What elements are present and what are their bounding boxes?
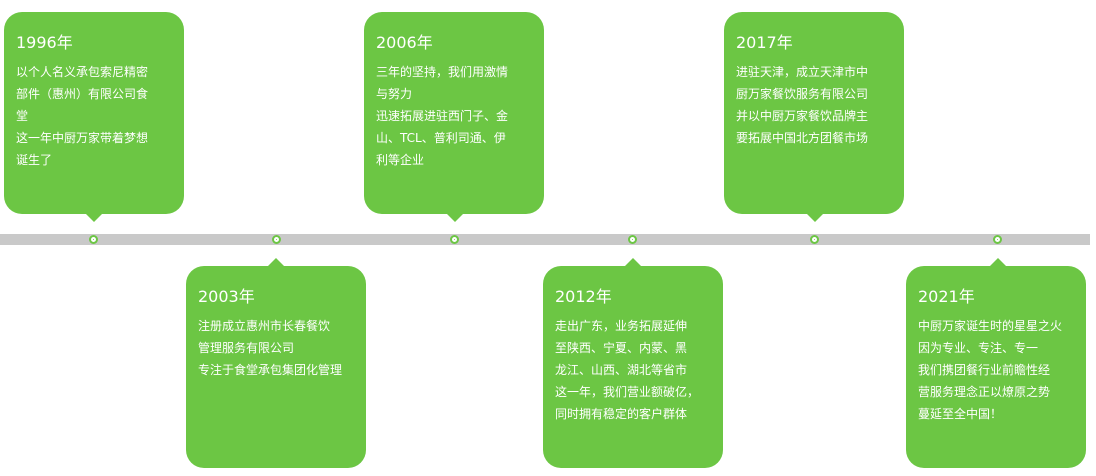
card-pointer (807, 214, 823, 222)
milestone-year: 2003年 (198, 287, 255, 306)
description-line: 并以中厨万家餐饮品牌主 (736, 109, 869, 123)
card-pointer (625, 258, 641, 266)
card-pointer (447, 214, 463, 222)
description-line: 这一年，我们营业额破亿， (555, 385, 700, 399)
card-pointer (990, 258, 1006, 266)
milestone-description: 走出广东，业务拓展延伸 至陕西、宁夏、内蒙、黑 龙江、山西、湖北等省市 这一年，… (555, 315, 713, 425)
timeline-dot-2012 (628, 235, 637, 244)
description-line: 厨万家餐饮服务有限公司 (736, 87, 869, 101)
description-line: 蔓延至全中国！ (918, 407, 1003, 421)
timeline-dot-1996 (89, 235, 98, 244)
description-line: 要拓展中国北方团餐市场 (736, 131, 869, 145)
milestone-description: 以个人名义承包索尼精密 部件（惠州）有限公司食 堂 这一年中厨万家带着梦想 诞生… (16, 61, 174, 171)
timeline-dot-2006 (450, 235, 459, 244)
description-line: 利等企业 (376, 153, 425, 167)
timeline-track (0, 234, 1090, 245)
description-line: 我们携团餐行业前瞻性经 (918, 363, 1051, 377)
description-line: 至陕西、宁夏、内蒙、黑 (555, 341, 688, 355)
milestone-card-2021: 2021年 中厨万家诞生时的星星之火 因为专业、专注、专一 我们携团餐行业前瞻性… (906, 258, 1086, 468)
milestone-year: 2017年 (736, 33, 793, 52)
description-line: 注册成立惠州市长春餐饮 (198, 319, 331, 333)
description-line: 管理服务有限公司 (198, 341, 295, 355)
milestone-card-2003: 2003年 注册成立惠州市长春餐饮 管理服务有限公司 专注于食堂承包集团化管理 (186, 258, 366, 468)
milestone-card-2017: 2017年 进驻天津，成立天津市中 厨万家餐饮服务有限公司 并以中厨万家餐饮品牌… (724, 12, 904, 222)
timeline-dot-2003 (272, 235, 281, 244)
description-line: 龙江、山西、湖北等省市 (555, 363, 688, 377)
milestone-card-2006: 2006年 三年的坚持，我们用激情 与努力 迅速拓展进驻西门子、金 山、TCL、… (364, 12, 544, 222)
description-line: 以个人名义承包索尼精密 (16, 65, 149, 79)
description-line: 因为专业、专注、专一 (918, 341, 1039, 355)
description-line: 堂 (16, 109, 29, 123)
timeline-dot-2021 (993, 235, 1002, 244)
description-line: 三年的坚持，我们用激情 (376, 65, 509, 79)
milestone-description: 注册成立惠州市长春餐饮 管理服务有限公司 专注于食堂承包集团化管理 (198, 315, 356, 381)
card-pointer (86, 214, 102, 222)
description-line: 中厨万家诞生时的星星之火 (918, 319, 1063, 333)
description-line: 进驻天津，成立天津市中 (736, 65, 869, 79)
description-line: 营服务理念正以燎原之势 (918, 385, 1051, 399)
description-line: 走出广东，业务拓展延伸 (555, 319, 688, 333)
description-line: 迅速拓展进驻西门子、金 (376, 109, 509, 123)
milestone-year: 2021年 (918, 287, 975, 306)
milestone-description: 中厨万家诞生时的星星之火 因为专业、专注、专一 我们携团餐行业前瞻性经 营服务理… (918, 315, 1076, 425)
description-line: 这一年中厨万家带着梦想 (16, 131, 149, 145)
milestone-card-1996: 1996年 以个人名义承包索尼精密 部件（惠州）有限公司食 堂 这一年中厨万家带… (4, 12, 184, 222)
milestone-card-2012: 2012年 走出广东，业务拓展延伸 至陕西、宁夏、内蒙、黑 龙江、山西、湖北等省… (543, 258, 723, 468)
description-line: 专注于食堂承包集团化管理 (198, 363, 343, 377)
description-line: 山、TCL、普利司通、伊 (376, 131, 506, 145)
timeline-dot-2017 (810, 235, 819, 244)
description-line: 诞生了 (16, 153, 53, 167)
milestone-year: 2012年 (555, 287, 612, 306)
description-line: 部件（惠州）有限公司食 (16, 87, 149, 101)
description-line: 与努力 (376, 87, 413, 101)
milestone-description: 进驻天津，成立天津市中 厨万家餐饮服务有限公司 并以中厨万家餐饮品牌主 要拓展中… (736, 61, 894, 149)
milestone-year: 1996年 (16, 33, 73, 52)
card-pointer (268, 258, 284, 266)
milestone-description: 三年的坚持，我们用激情 与努力 迅速拓展进驻西门子、金 山、TCL、普利司通、伊… (376, 61, 534, 171)
description-line: 同时拥有稳定的客户群体 (555, 407, 688, 421)
milestone-year: 2006年 (376, 33, 433, 52)
